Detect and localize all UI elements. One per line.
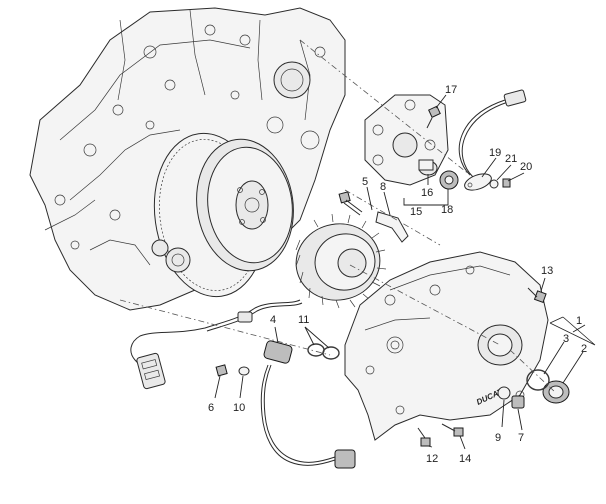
seal-18 [439, 170, 459, 190]
callout-8: 8 [380, 181, 386, 193]
callout-11: 11 [298, 314, 309, 326]
callout-17: 17 [445, 84, 457, 96]
callout-3: 3 [563, 333, 569, 345]
callout-10: 10 [233, 402, 245, 414]
callout-7: 7 [518, 432, 524, 444]
callout-21: 21 [505, 153, 517, 165]
callout-15: 15 [410, 206, 422, 218]
sensor-4 [260, 340, 356, 469]
o-ring-3 [526, 369, 550, 391]
callout-12: 12 [426, 453, 438, 465]
leader-lines [214, 94, 596, 450]
bolt-12 [417, 427, 431, 447]
plug-2 [542, 380, 570, 404]
callout-19: 19 [489, 147, 501, 159]
bolt-14 [441, 423, 464, 437]
callout-4: 4 [270, 314, 276, 326]
pickup-sensor-19 [458, 89, 527, 191]
assembly-axis-lines [119, 39, 556, 393]
callout-1: 1 [576, 315, 582, 327]
starter-gear [151, 239, 191, 273]
callout-14: 14 [459, 453, 471, 465]
washer-10 [238, 366, 250, 376]
stator-wire-harness [130, 299, 303, 390]
callout-9: 9 [495, 432, 501, 444]
screw-20 [502, 178, 511, 188]
cable-clamp-8 [375, 211, 409, 243]
callout-16: 16 [421, 187, 433, 199]
bolt-5 [338, 191, 363, 216]
callout-2: 2 [581, 343, 587, 355]
bolt-13 [527, 287, 547, 304]
bolt-7 [511, 395, 525, 409]
callout-labels: 1 2 3 4 5 6 7 8 9 10 11 12 13 14 15 16 1… [208, 84, 587, 465]
washer-9 [497, 386, 511, 400]
bolt-6 [215, 364, 228, 377]
o-rings-11 [307, 343, 340, 360]
stator [295, 213, 387, 309]
callout-5: 5 [362, 176, 368, 188]
generator-cover: DUCATI [344, 251, 549, 441]
bolt-17 [426, 105, 441, 129]
callout-20: 20 [520, 161, 532, 173]
callout-13: 13 [541, 265, 553, 277]
callout-6: 6 [208, 402, 214, 414]
callout-18: 18 [441, 204, 453, 216]
washer-21 [489, 179, 499, 189]
